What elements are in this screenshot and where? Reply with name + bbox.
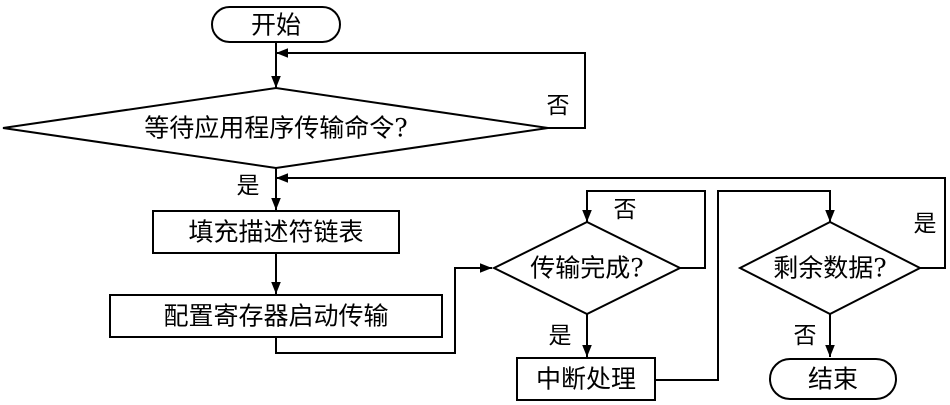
label-transfer-no: 否 (614, 197, 637, 223)
node-config-register-label: 配置寄存器启动传输 (163, 302, 388, 331)
node-transfer-done-label: 传输完成? (530, 254, 643, 283)
label-wait-yes: 是 (237, 173, 260, 199)
node-config-register: 配置寄存器启动传输 (109, 294, 443, 338)
node-fill-descriptor-label: 填充描述符链表 (188, 218, 363, 247)
label-wait-no: 否 (547, 93, 570, 119)
node-start-label: 开始 (251, 11, 301, 40)
node-end-label: 结束 (808, 365, 858, 394)
node-remaining-data-label: 剩余数据? (773, 254, 886, 283)
edge-interrupt-to-remaining (655, 190, 835, 381)
node-transfer-done: 传输完成? (491, 220, 683, 316)
node-remaining-data: 剩余数据? (737, 220, 923, 316)
node-interrupt-label: 中断处理 (536, 365, 636, 394)
edge-remaining-yes-loop (276, 173, 946, 269)
node-interrupt: 中断处理 (516, 357, 656, 401)
node-wait-command: 等待应用程序传输命令? (2, 86, 549, 170)
label-remaining-no: 否 (794, 323, 817, 349)
label-remaining-yes: 是 (914, 211, 937, 237)
node-start: 开始 (211, 6, 341, 43)
node-fill-descriptor: 填充描述符链表 (152, 210, 400, 254)
edge-wait-no-loop (276, 48, 586, 129)
edge-config-to-transfer (275, 263, 492, 354)
node-wait-command-label: 等待应用程序传输命令? (144, 114, 407, 143)
node-end: 结束 (769, 358, 897, 400)
label-transfer-yes: 是 (549, 323, 572, 349)
edge-transfer-no-loop (582, 190, 706, 269)
